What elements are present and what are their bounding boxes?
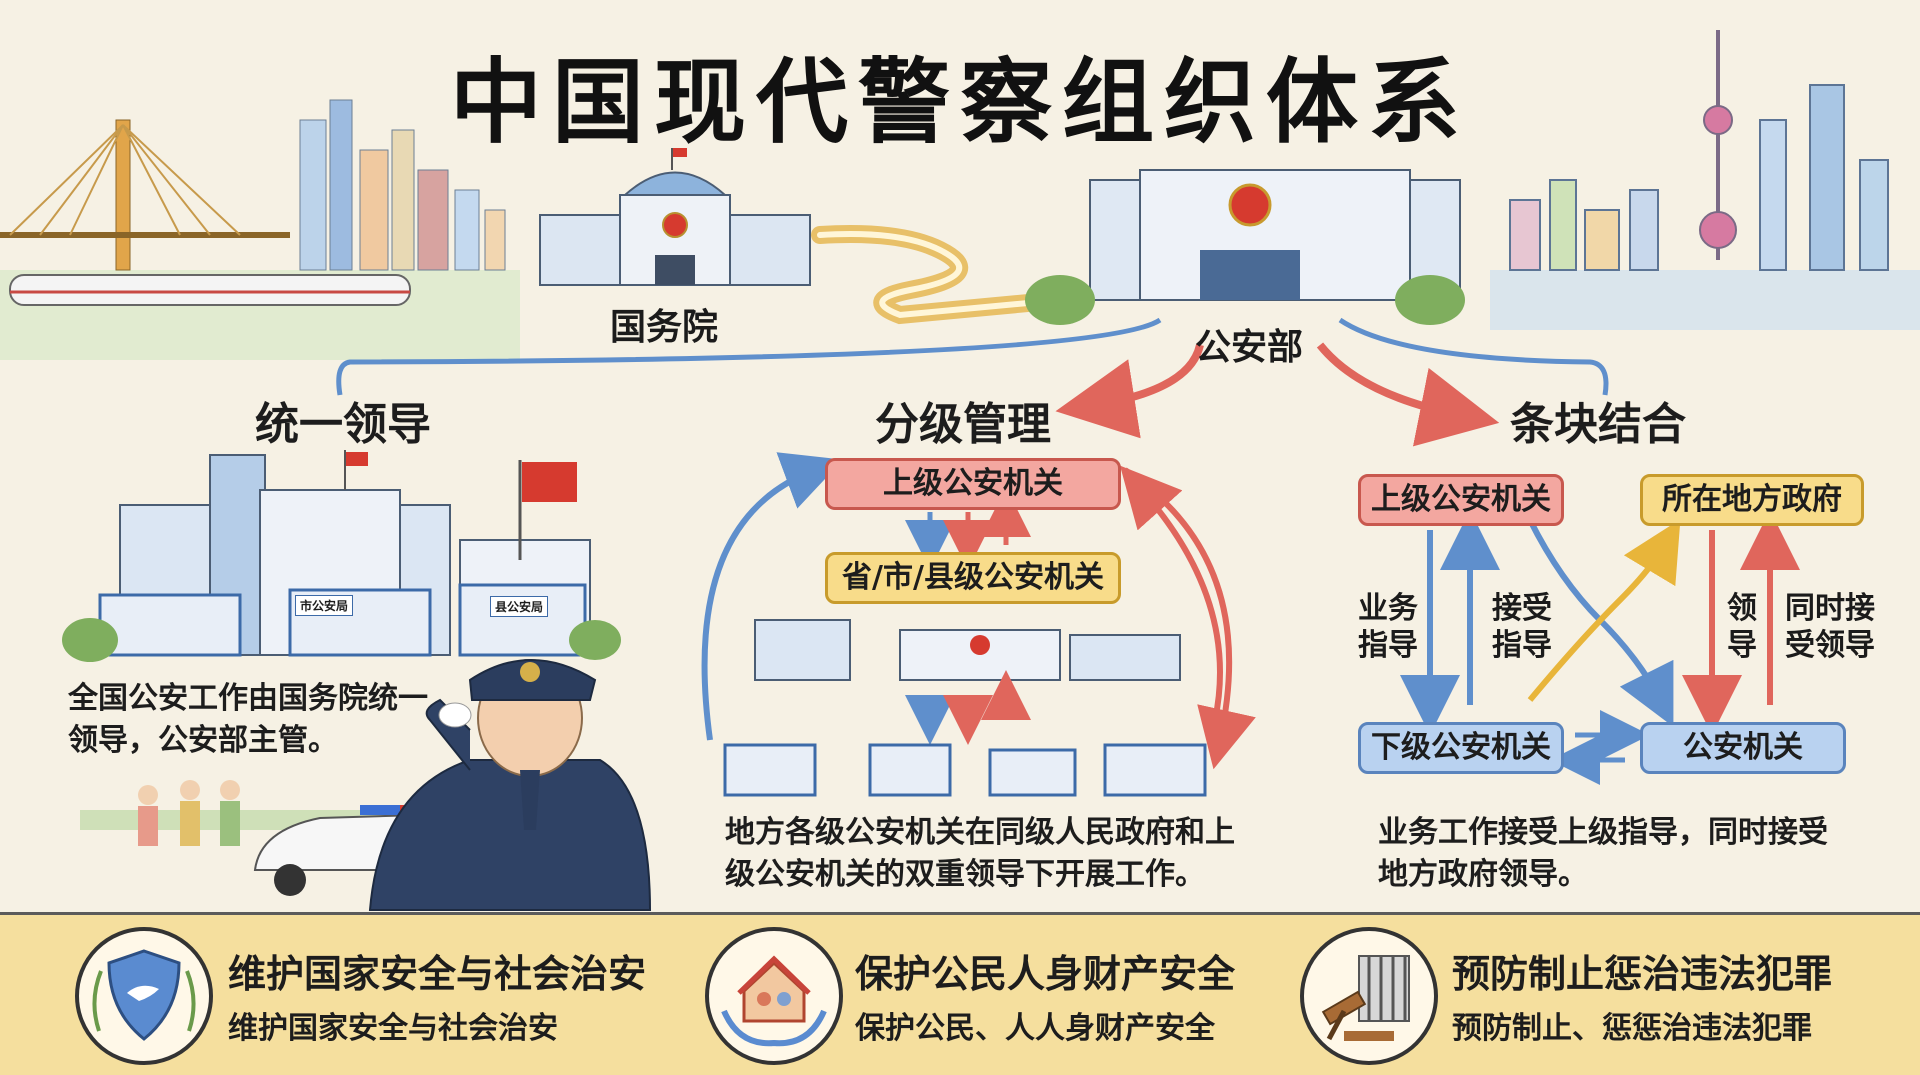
duty-1-main: 维护国家安全与社会治安 xyxy=(228,952,647,996)
label-lead-1: 领 xyxy=(1727,591,1757,626)
duty-3-main: 预防制止惩治违法犯罪 xyxy=(1452,952,1833,996)
label-lead-2: 导 xyxy=(1727,628,1757,663)
ministry-building xyxy=(1025,169,1465,325)
label-business-2: 指导 xyxy=(1358,628,1418,663)
graded-management-illustration xyxy=(701,452,1256,797)
label-accept-1: 接受 xyxy=(1492,591,1552,626)
combined-desc-line2: 地方政府领导。 xyxy=(1378,857,1588,892)
label-also-1: 同时接 xyxy=(1785,591,1875,626)
duty-3-sub: 预防制止、惩惩治违法犯罪 xyxy=(1452,1011,1812,1046)
graded-mid-box: 省/市/县级公安机关 xyxy=(825,552,1121,604)
bottom-duties-band: 维护国家安全与社会治安 维护国家安全与社会治安 保护公民人身财产安全 保护公民、… xyxy=(0,912,1920,1075)
state-council-label: 国务院 xyxy=(610,307,719,348)
section-title-graded: 分级管理 xyxy=(875,399,1051,450)
duty-2-main: 保护公民人身财产安全 xyxy=(855,952,1236,996)
label-also-2: 受领导 xyxy=(1785,628,1875,663)
combined-local-gov-box: 所在地方政府 xyxy=(1640,474,1864,526)
duty-1-sub: 维护国家安全与社会治安 xyxy=(228,1011,558,1046)
city-police-sign: 市公安局 xyxy=(295,595,354,616)
left-skyline-illustration xyxy=(0,99,520,360)
combined-lower-box: 下级公安机关 xyxy=(1358,722,1564,774)
graded-upper-box: 上级公安机关 xyxy=(825,458,1121,510)
page-title: 中国现代警察组织体系 xyxy=(449,49,1470,156)
county-police-sign: 县公安局 xyxy=(490,596,549,617)
combined-desc-line1: 业务工作接受上级指导，同时接受 xyxy=(1378,815,1828,850)
unified-desc-line2: 领导，公安部主管。 xyxy=(68,723,338,758)
label-accept-2: 指导 xyxy=(1492,628,1552,663)
combined-upper-box: 上级公安机关 xyxy=(1358,474,1564,526)
section-title-unified: 统一领导 xyxy=(255,399,431,450)
combined-arrows xyxy=(1400,510,1800,785)
unified-desc-line1: 全国公安工作由国务院统一 xyxy=(68,681,428,716)
duty-2-sub: 保护公民、人人身财产安全 xyxy=(855,1011,1215,1046)
state-council-building xyxy=(539,148,811,286)
section-title-combined: 条块结合 xyxy=(1510,399,1686,450)
shield-dove-icon xyxy=(75,927,213,1065)
gavel-jail-icon xyxy=(1300,927,1438,1065)
right-skyline-illustration xyxy=(1490,30,1920,330)
graded-desc-line2: 级公安机关的双重领导下开展工作。 xyxy=(725,857,1205,892)
label-business-1: 业务 xyxy=(1358,591,1418,626)
ministry-label: 公安部 xyxy=(1195,327,1304,368)
house-hands-icon xyxy=(705,927,843,1065)
graded-desc-line1: 地方各级公安机关在同级人民政府和上 xyxy=(725,815,1235,850)
combined-police-box: 公安机关 xyxy=(1640,722,1846,774)
